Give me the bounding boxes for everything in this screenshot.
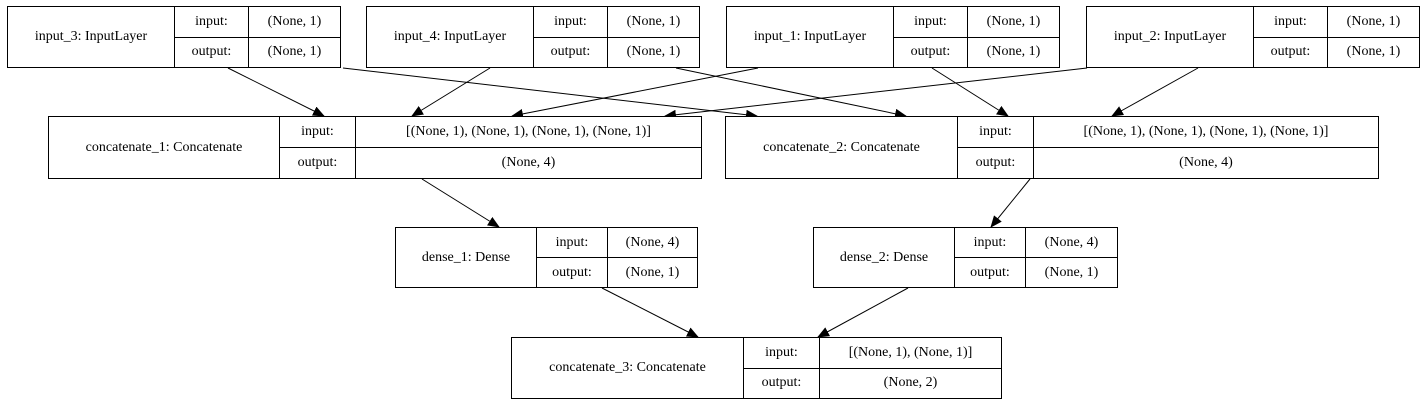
input-label: input: — [955, 228, 1026, 257]
input-shape: (None, 1) — [1346, 13, 1401, 29]
output-shape: (None, 1) — [986, 44, 1041, 60]
edge-input2-to-concatenate2 — [1111, 67, 1199, 117]
input-label: input: — [534, 7, 608, 37]
output-row: output: (None, 1) — [534, 36, 699, 67]
node-title: input_2: InputLayer — [1087, 7, 1254, 67]
node-title: dense_2: Dense — [814, 228, 955, 287]
input-label: input: — [175, 7, 249, 37]
node-shape-table: input: (None, 4) output: (None, 1) — [537, 228, 697, 287]
input-label: input: — [894, 7, 968, 37]
input-row: input: (None, 4) — [537, 228, 697, 257]
node-title: input_1: InputLayer — [727, 7, 894, 67]
node-input-1[interactable]: input_1: InputLayer input: (None, 1) out… — [726, 6, 1060, 68]
node-shape-table: input: (None, 1) output: (None, 1) — [894, 7, 1059, 67]
output-label: output: — [955, 258, 1026, 287]
output-row: output: (None, 1) — [1254, 36, 1419, 67]
node-shape-table: input: [(None, 1), (None, 1), (None, 1),… — [280, 117, 701, 178]
node-concatenate-2[interactable]: concatenate_2: Concatenate input: [(None… — [725, 116, 1379, 179]
input-label: input: — [958, 117, 1034, 147]
output-shape: (None, 4) — [501, 155, 556, 170]
output-row: output: (None, 2) — [744, 367, 1001, 398]
input-label: input: — [280, 117, 356, 147]
input-row: input: (None, 4) — [955, 228, 1117, 257]
input-row: input: (None, 1) — [1254, 7, 1419, 37]
edge-dense1-to-concatenate3 — [601, 287, 699, 338]
output-shape: (None, 1) — [1044, 264, 1099, 280]
input-shape: (None, 4) — [625, 234, 680, 250]
output-shape: (None, 1) — [626, 44, 681, 60]
node-dense-1[interactable]: dense_1: Dense input: (None, 4) output: … — [395, 227, 698, 288]
output-shape: (None, 1) — [267, 44, 322, 60]
input-row: input: [(None, 1), (None, 1), (None, 1),… — [958, 117, 1378, 147]
node-concatenate-1[interactable]: concatenate_1: Concatenate input: [(None… — [48, 116, 702, 179]
output-label: output: — [537, 258, 608, 287]
node-title: dense_1: Dense — [396, 228, 537, 287]
edge-input3-to-concatenate2 — [342, 67, 758, 120]
input-shape: (None, 1) — [626, 13, 681, 29]
output-shape: (None, 1) — [1346, 44, 1401, 60]
input-row: input: (None, 1) — [534, 7, 699, 37]
node-concatenate-3[interactable]: concatenate_3: Concatenate input: [(None… — [511, 337, 1002, 399]
edge-dense2-to-concatenate3 — [817, 287, 909, 338]
edge-input2-to-concatenate1 — [664, 67, 1088, 120]
input-shape: (None, 1) — [267, 13, 322, 29]
output-shape: (None, 1) — [625, 264, 680, 280]
node-shape-table: input: (None, 1) output: (None, 1) — [534, 7, 699, 67]
node-shape-table: input: [(None, 1), (None, 1)] output: (N… — [744, 338, 1001, 398]
output-label: output: — [280, 148, 356, 178]
node-title: concatenate_3: Concatenate — [512, 338, 744, 398]
node-dense-2[interactable]: dense_2: Dense input: (None, 4) output: … — [813, 227, 1118, 288]
edge-input1-to-concatenate2 — [931, 67, 1009, 117]
input-row: input: [(None, 1), (None, 1), (None, 1),… — [280, 117, 701, 147]
output-shape: (None, 2) — [883, 375, 938, 391]
input-shape: (None, 1) — [986, 13, 1041, 29]
input-label: input: — [537, 228, 608, 257]
input-shape: (None, 4) — [1044, 234, 1099, 250]
output-shape: (None, 4) — [1179, 155, 1233, 170]
node-shape-table: input: (None, 1) output: (None, 1) — [175, 7, 340, 67]
output-label: output: — [175, 37, 249, 67]
input-label: input: — [1254, 7, 1328, 37]
node-title: input_4: InputLayer — [367, 7, 534, 67]
output-row: output: (None, 1) — [955, 257, 1117, 287]
edge-concatenate1-to-dense1 — [421, 178, 500, 228]
output-label: output: — [1254, 37, 1328, 67]
edge-input4-to-concatenate2 — [675, 67, 907, 119]
output-row: output: (None, 4) — [280, 147, 701, 178]
node-title: input_3: InputLayer — [8, 7, 175, 67]
node-input-4[interactable]: input_4: InputLayer input: (None, 1) out… — [366, 6, 700, 68]
input-shape: [(None, 1), (None, 1), (None, 1), (None,… — [1083, 124, 1329, 139]
node-input-3[interactable]: input_3: InputLayer input: (None, 1) out… — [7, 6, 341, 68]
output-row: output: (None, 1) — [175, 36, 340, 67]
edge-input4-to-concatenate1 — [411, 67, 491, 117]
output-row: output: (None, 1) — [894, 36, 1059, 67]
output-row: output: (None, 1) — [537, 257, 697, 287]
output-label: output: — [744, 368, 820, 398]
node-shape-table: input: (None, 1) output: (None, 1) — [1254, 7, 1419, 67]
output-label: output: — [534, 37, 608, 67]
edge-input1-to-concatenate1 — [511, 67, 759, 119]
node-input-2[interactable]: input_2: InputLayer input: (None, 1) out… — [1086, 6, 1420, 68]
input-shape: [(None, 1), (None, 1), (None, 1), (None,… — [406, 124, 651, 139]
output-label: output: — [958, 148, 1034, 178]
input-row: input: (None, 1) — [894, 7, 1059, 37]
node-shape-table: input: [(None, 1), (None, 1), (None, 1),… — [958, 117, 1378, 178]
node-shape-table: input: (None, 4) output: (None, 1) — [955, 228, 1117, 287]
edge-concatenate2-to-dense2 — [990, 178, 1031, 228]
node-title: concatenate_1: Concatenate — [49, 117, 280, 178]
output-row: output: (None, 4) — [958, 147, 1378, 178]
edge-input3-to-concatenate1 — [227, 67, 325, 117]
node-title: concatenate_2: Concatenate — [726, 117, 958, 178]
input-row: input: (None, 1) — [175, 7, 340, 37]
input-row: input: [(None, 1), (None, 1)] — [744, 338, 1001, 368]
input-label: input: — [744, 338, 820, 368]
output-label: output: — [894, 37, 968, 67]
input-shape: [(None, 1), (None, 1)] — [848, 344, 973, 360]
